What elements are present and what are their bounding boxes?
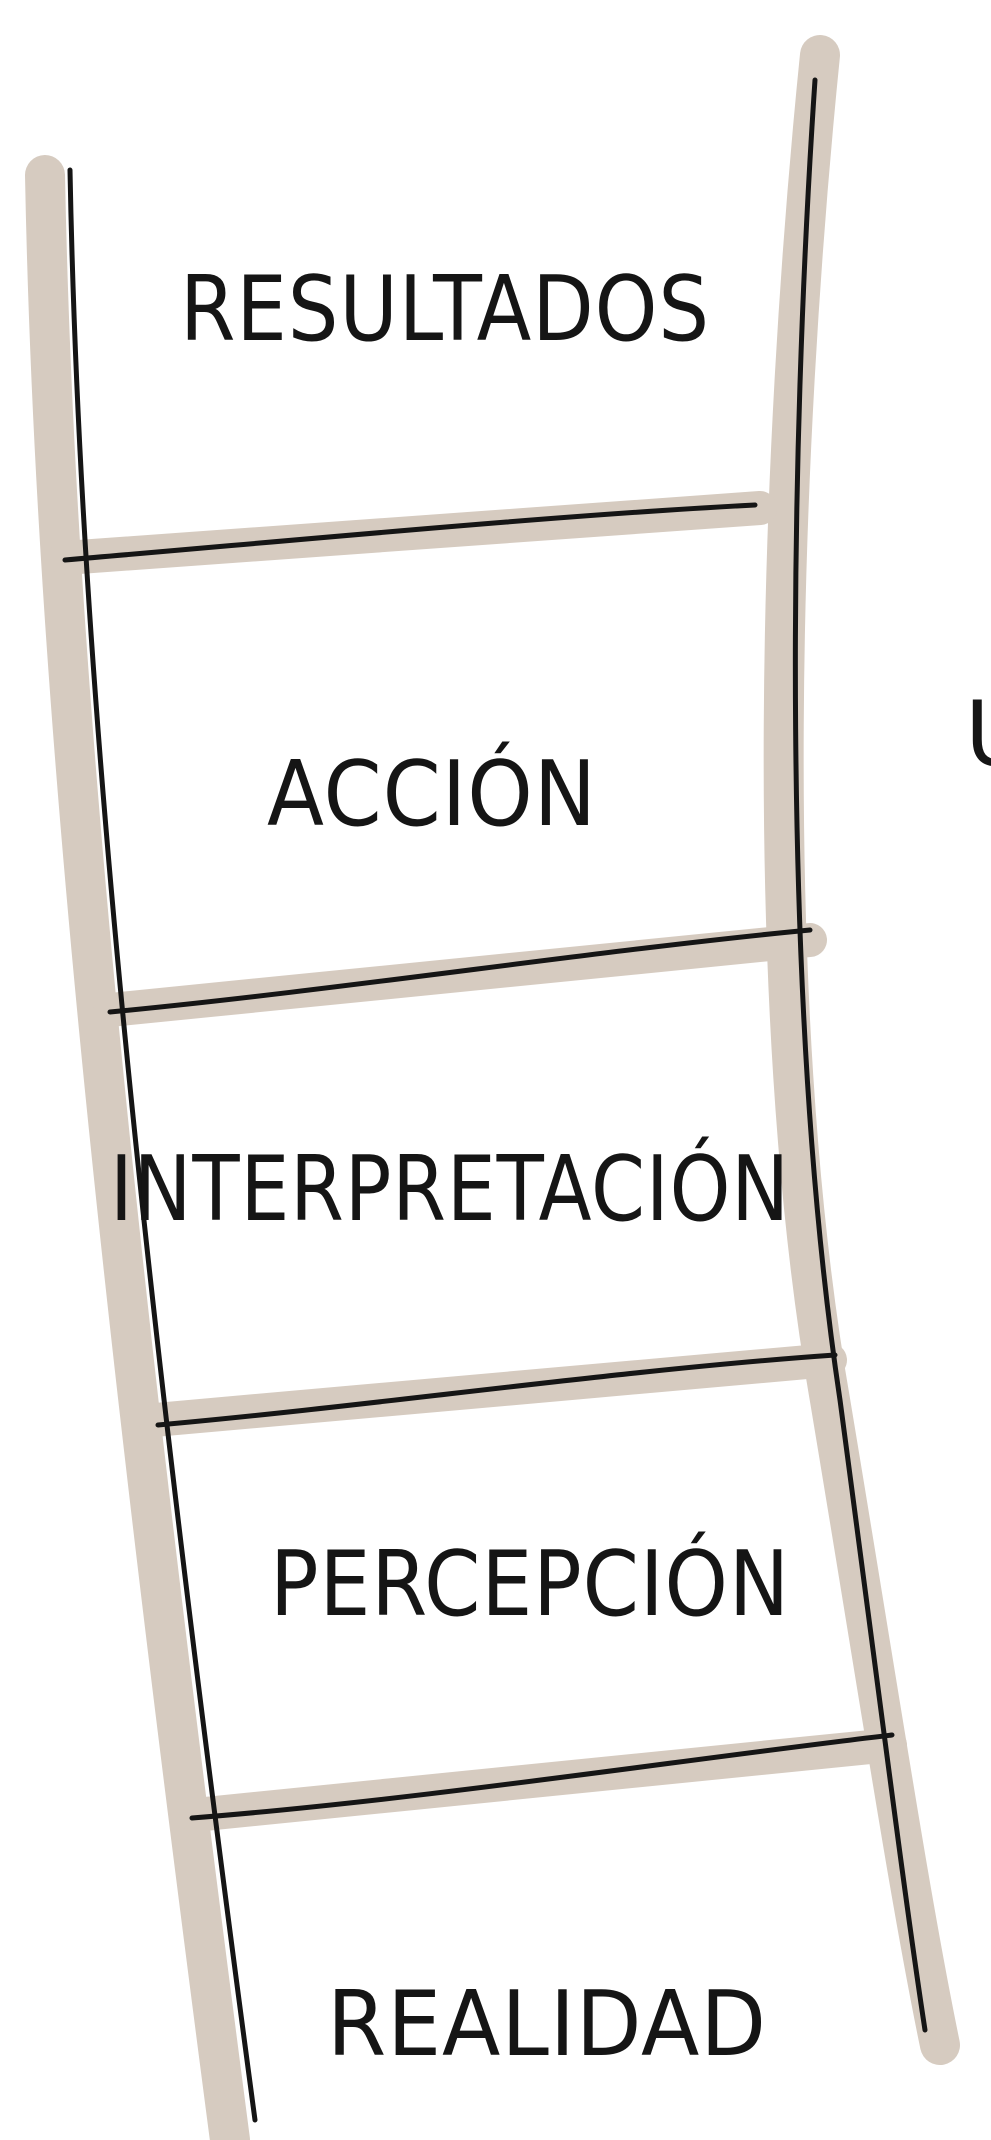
rung-3-ink <box>155 1352 838 1428</box>
right-rail-ink <box>792 77 928 2033</box>
step-label-interpretacion: INTERPRETACIÓN <box>110 1135 790 1242</box>
left-rail-ink <box>67 167 258 2123</box>
rung-1-ink <box>62 502 758 563</box>
step-label-accion: ACCIÓN <box>267 740 597 847</box>
left-rail-wood <box>25 155 250 2140</box>
right-rail-wood <box>763 35 960 2065</box>
rung-4-ink <box>189 1732 895 1821</box>
clipped-right-text: U <box>965 682 991 787</box>
step-label-realidad: REALIDAD <box>327 1972 767 2077</box>
rung-2-ink <box>107 927 813 1015</box>
step-label-percepcion: PERCEPCIÓN <box>270 1530 790 1637</box>
step-label-resultados: RESULTADOS <box>180 257 710 362</box>
